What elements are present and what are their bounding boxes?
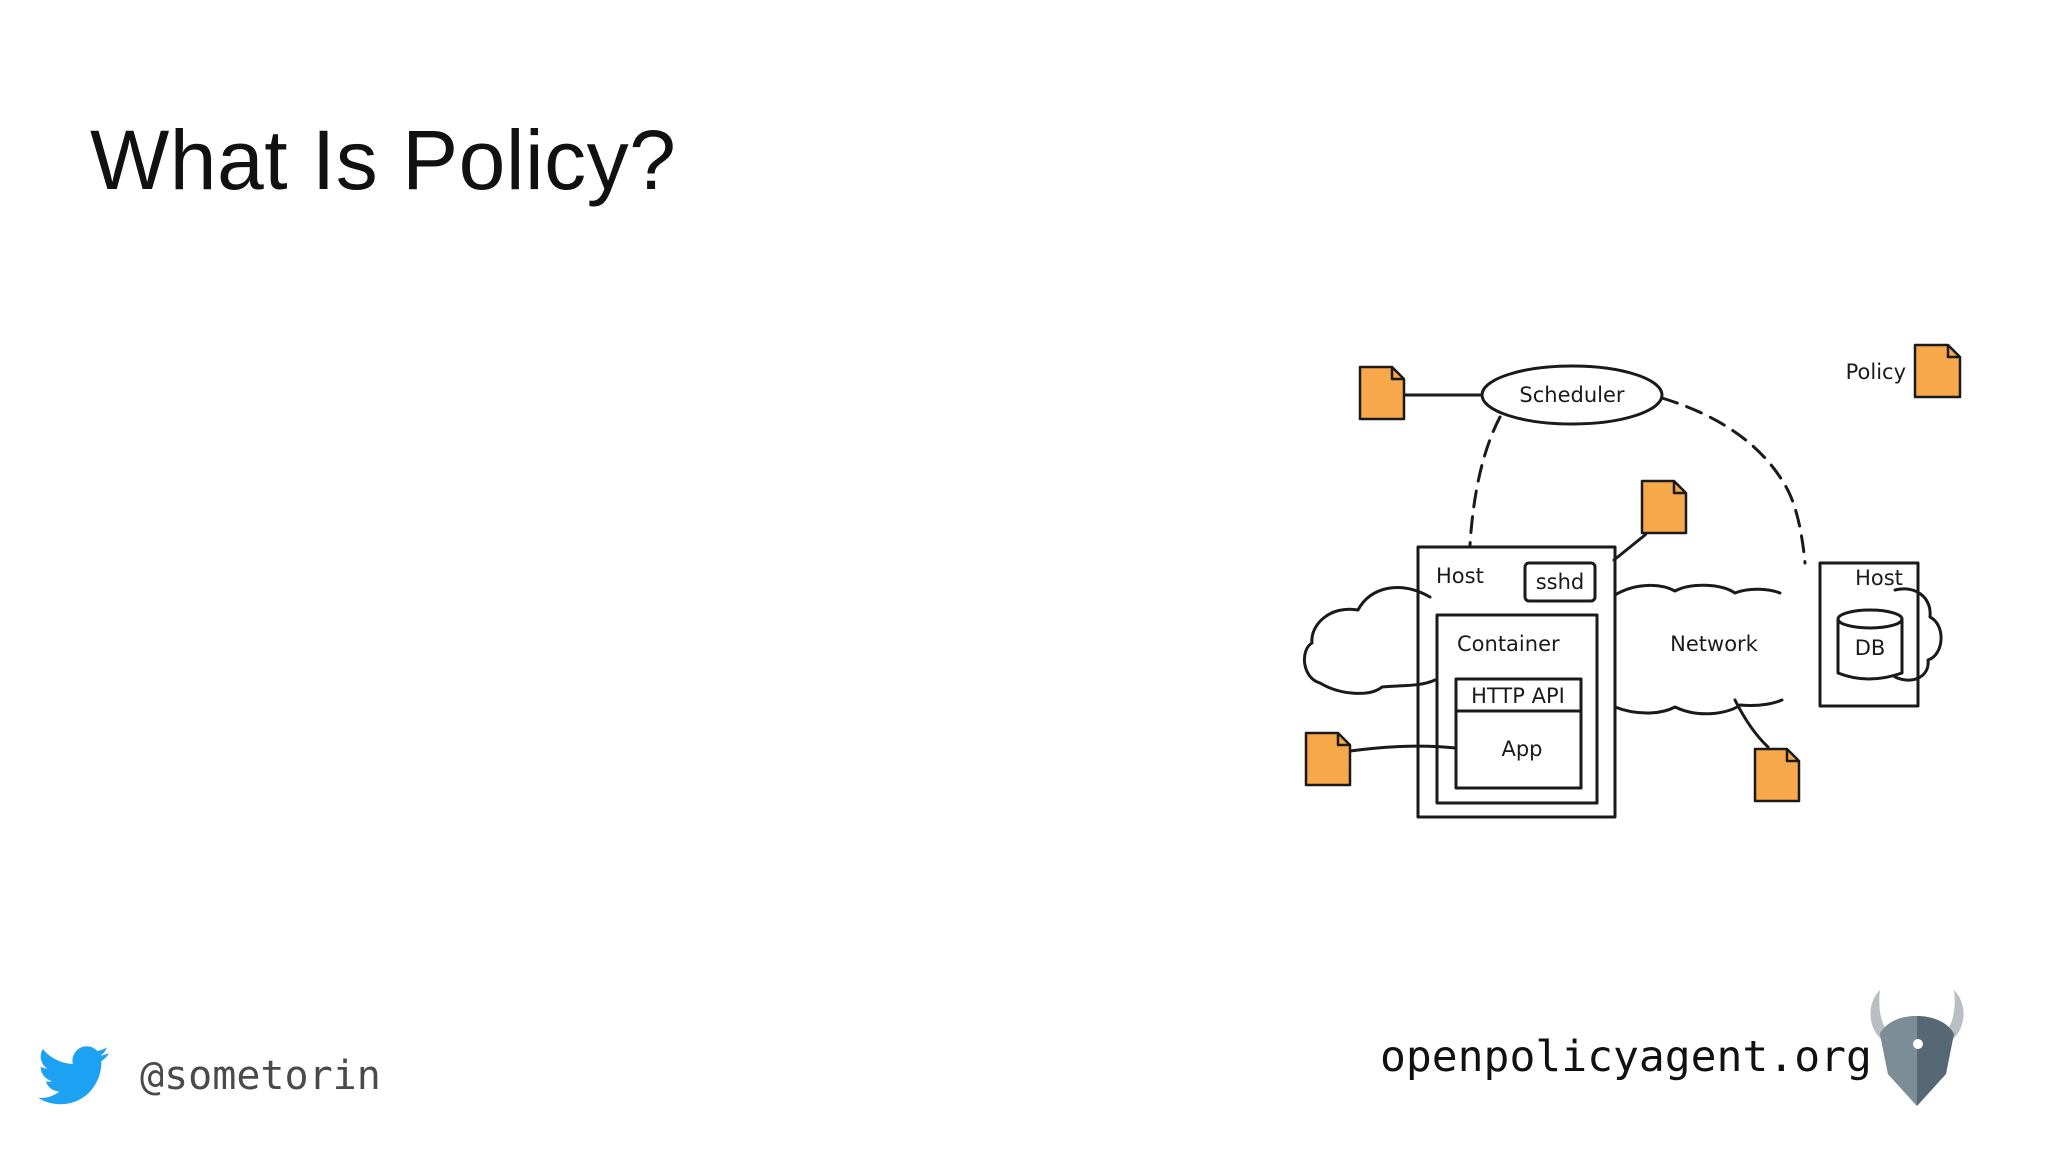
slide-title: What Is Policy? <box>90 113 677 207</box>
network-label: Network <box>1670 632 1759 656</box>
policy-document-icon <box>1358 365 1406 421</box>
policy-document-icon <box>1640 479 1688 535</box>
host-box-right <box>1818 561 1920 708</box>
opa-logo <box>1870 990 1964 1106</box>
scheduler-to-right-host-link <box>1660 396 1807 565</box>
policy-document-icon <box>1913 343 1962 399</box>
website-link[interactable]: openpolicyagent.org <box>1380 1032 1872 1082</box>
db-label: DB <box>1855 636 1886 660</box>
twitter-footer: @sometorin <box>38 1045 381 1107</box>
policy-document-icon <box>1753 747 1801 803</box>
host-left-label: Host <box>1436 564 1484 588</box>
sshd-box <box>1523 561 1597 603</box>
policy-document-icon <box>1304 731 1352 787</box>
db-cylinder <box>1836 617 1904 681</box>
http-api-label: HTTP API <box>1471 684 1565 708</box>
app-label: App <box>1501 737 1542 761</box>
host-box-left <box>1416 545 1617 819</box>
container-box <box>1435 613 1599 805</box>
network-cloud <box>1303 583 1943 716</box>
scheduler-to-left-host-link <box>1468 415 1502 547</box>
host-right-label: Host <box>1855 566 1903 590</box>
twitter-bird-icon <box>38 1046 109 1105</box>
scheduler-node <box>1480 364 1664 426</box>
container-label: Container <box>1457 632 1560 656</box>
policy-architecture-diagram: Scheduler Policy Host sshd Container HTT… <box>1303 343 1962 819</box>
twitter-handle: @sometorin <box>140 1053 381 1099</box>
policy-label: Policy <box>1846 360 1906 384</box>
scheduler-label: Scheduler <box>1519 383 1624 407</box>
sshd-label: sshd <box>1536 570 1585 594</box>
